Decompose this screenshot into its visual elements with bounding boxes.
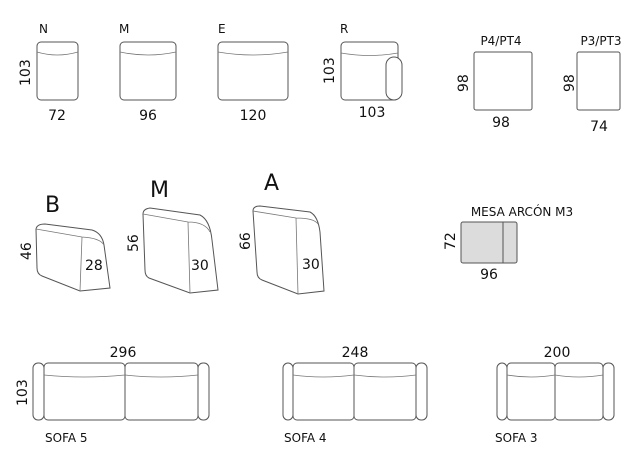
height-label: 98 (562, 74, 578, 92)
width-label: 248 (342, 345, 369, 361)
width-label: 296 (110, 345, 137, 361)
module-e: E 120 (217, 22, 289, 124)
module-m: M 96 (119, 22, 177, 124)
width-label: 103 (359, 105, 386, 121)
height-label: 46 (19, 242, 35, 260)
sofa-label: SOFA 3 (495, 431, 538, 445)
sofa-label: SOFA 5 (45, 431, 88, 445)
pouf-p4: P4/PT4 98 98 (456, 34, 533, 131)
width-label: 96 (480, 267, 498, 283)
backrest-label: A (264, 171, 279, 196)
depth-label: 28 (85, 258, 103, 274)
depth-label: 30 (191, 258, 209, 274)
module-label: E (218, 22, 226, 36)
sofa-3: 200 SOFA 3 (495, 345, 615, 445)
module-label: M (119, 22, 129, 36)
height-label: 72 (443, 232, 459, 250)
pouf-label: P4/PT4 (480, 34, 521, 48)
height-label: 66 (238, 232, 254, 250)
pouf-label: P3/PT3 (580, 34, 621, 48)
width-label: 74 (590, 119, 608, 135)
backrest-label: B (45, 193, 60, 218)
depth-label: 30 (302, 257, 320, 273)
module-r: R 103 103 (322, 22, 403, 121)
sofa-label: SOFA 4 (284, 431, 327, 445)
table-mesa-arcon: MESA ARCÓN M3 72 96 (443, 204, 573, 283)
width-label: 200 (544, 345, 571, 361)
module-label: R (340, 22, 348, 36)
height-label: 103 (15, 379, 31, 406)
backrest-m: M 56 30 (126, 178, 219, 294)
width-label: 96 (139, 108, 157, 124)
backrest-a: A 66 30 (238, 171, 325, 295)
backrest-b: B 46 28 (19, 193, 111, 292)
height-label: 103 (18, 59, 34, 86)
height-label: 103 (322, 57, 338, 84)
pouf-p3: P3/PT3 98 74 (562, 34, 622, 135)
table-label: MESA ARCÓN M3 (471, 204, 573, 219)
height-label: 98 (456, 74, 472, 92)
height-label: 56 (126, 234, 142, 252)
sofa-4: 248 SOFA 4 (282, 345, 428, 445)
width-label: 120 (240, 108, 267, 124)
backrest-label: M (150, 178, 169, 203)
width-label: 72 (48, 108, 66, 124)
width-label: 98 (492, 115, 510, 131)
module-label: N (39, 22, 48, 36)
module-n: N 103 72 (18, 22, 79, 124)
sofa-5: 296 103 SOFA 5 (15, 345, 210, 445)
